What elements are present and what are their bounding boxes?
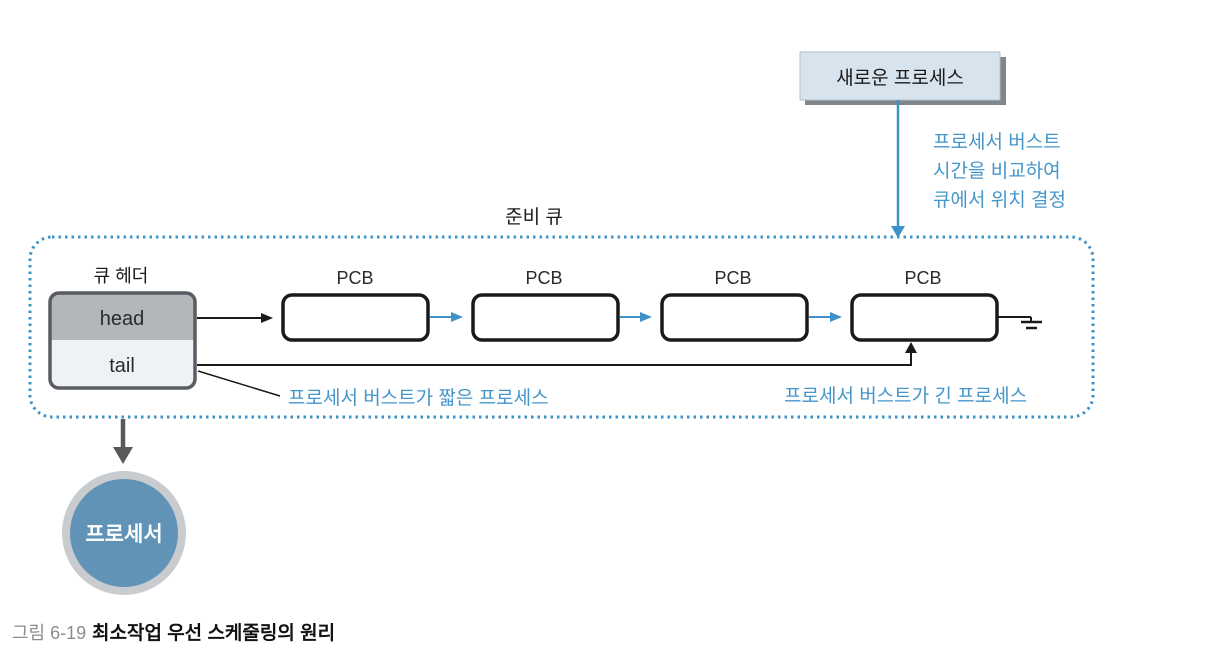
arrow-down-icon	[891, 226, 905, 238]
processor-circle: 프로세서	[62, 471, 186, 595]
queue-header-box: 큐 헤더 head tail	[48, 266, 197, 390]
pcb-box	[850, 293, 999, 342]
head-cell-bg	[50, 293, 195, 340]
pcb-box	[471, 293, 620, 342]
ground-icon	[997, 316, 1042, 330]
new-process-arrow	[891, 100, 905, 238]
figure-title: 최소작업 우선 스케줄링의 원리	[92, 622, 335, 644]
burst-note-line3: 큐에서 위치 결정	[933, 189, 1066, 211]
pcb-box	[281, 293, 430, 342]
short-burst-note: 프로세서 버스트가 짧은 프로세스	[288, 387, 549, 409]
new-process-label: 새로운 프로세스	[836, 67, 964, 89]
pcb-label: PCB	[336, 268, 373, 288]
pcb-node-3: PCB	[660, 268, 809, 342]
ready-queue-dotted-border	[28, 235, 1095, 419]
figure-number: 그림 6-19	[12, 623, 86, 643]
tail-cell-label: tail	[109, 355, 135, 377]
head-cell-label: head	[100, 308, 145, 330]
long-burst-note: 프로세서 버스트가 긴 프로세스	[784, 385, 1027, 407]
burst-note-line2: 시간을 비교하여	[933, 160, 1061, 182]
queue-header-border	[48, 291, 197, 390]
new-process-box: 새로운 프로세스	[799, 51, 1006, 105]
new-process-rect	[799, 51, 1001, 101]
processor-label: 프로세서	[85, 523, 162, 546]
pcb-node-4: PCB	[850, 268, 999, 342]
ready-queue-label: 준비 큐	[505, 206, 563, 228]
pcb-label: PCB	[525, 268, 562, 288]
processor-body	[70, 479, 178, 587]
processor-arrow	[113, 419, 133, 464]
tail-pointer-line	[197, 342, 917, 366]
pcb-box	[660, 293, 809, 342]
pcb-label: PCB	[904, 268, 941, 288]
pcb-node-2: PCB	[471, 268, 620, 342]
figure-caption: 그림 6-19 최소작업 우선 스케줄링의 원리	[12, 622, 335, 644]
burst-note-line1: 프로세서 버스트	[933, 131, 1061, 153]
burst-decision-note: 프로세서 버스트 시간을 비교하여 큐에서 위치 결정	[933, 131, 1066, 211]
pcb-label: PCB	[714, 268, 751, 288]
queue-header-label: 큐 헤더	[94, 266, 149, 286]
pcb-node-1: PCB	[281, 268, 430, 342]
arrow-up-icon	[905, 342, 917, 353]
short-burst-callout-line	[197, 370, 281, 397]
arrow-down-icon	[113, 447, 133, 464]
